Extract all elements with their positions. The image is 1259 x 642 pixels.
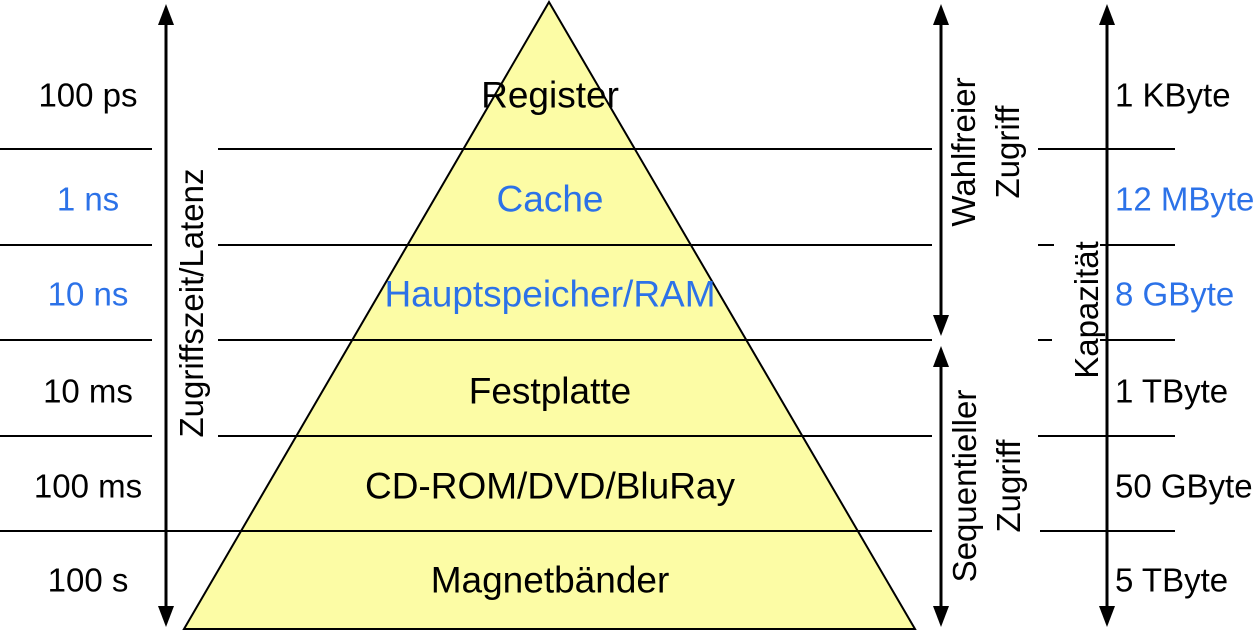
capacity-label: 5 TByte — [1115, 561, 1229, 599]
capacity-label: 12 MByte — [1115, 180, 1255, 218]
random-access-label-line2: Zugriff — [989, 105, 1026, 199]
capacity-label: 8 GByte — [1115, 275, 1235, 313]
sequential-access-arrow-up-head — [933, 346, 949, 367]
level-divider-line — [0, 244, 152, 246]
capacity-label: 50 GByte — [1115, 467, 1253, 505]
access-time-label: 100 ms — [33, 467, 143, 505]
pyramid-level-label: Magnetbänder — [430, 559, 670, 601]
level-divider-line — [0, 530, 932, 532]
level-divider-line — [0, 148, 152, 150]
random-access-label-line1: Wahlfreier — [945, 77, 982, 227]
level-divider-line — [1100, 244, 1175, 246]
level-divider-line — [218, 339, 932, 341]
capacity-arrow-down-head — [1099, 606, 1115, 627]
level-divider-line — [0, 435, 152, 437]
access-time-arrow-up-head — [158, 4, 174, 25]
pyramid-level-label: CD-ROM/DVD/BluRay — [364, 465, 736, 507]
access-time-label: 1 ns — [56, 180, 120, 218]
level-divider-line — [218, 244, 932, 246]
level-divider-line — [0, 339, 152, 341]
access-time-label: 10 ms — [43, 372, 133, 410]
capacity-label: 1 TByte — [1115, 372, 1229, 410]
level-divider-line — [1038, 339, 1052, 341]
pyramid-level-label: Register — [481, 74, 619, 116]
pyramid-level-label: Cache — [496, 178, 604, 220]
access-time-axis-label: Zugriffszeit/Latenz — [173, 168, 210, 438]
capacity-arrow-shaft — [1105, 10, 1109, 622]
capacity-label: 1 KByte — [1115, 76, 1231, 114]
sequential-access-arrow-down-head — [933, 606, 949, 627]
random-access-arrow-up-head — [933, 4, 949, 25]
sequential-access-label-line2: Zugriff — [990, 439, 1027, 533]
sequential-access-label-line1: Sequentieller — [946, 389, 983, 583]
level-divider-line — [1038, 244, 1054, 246]
random-access-arrow-down-head — [933, 315, 949, 336]
capacity-arrow-up-head — [1099, 4, 1115, 25]
level-divider-line — [218, 435, 932, 437]
access-time-label: 100 ps — [38, 76, 138, 114]
access-time-label: 10 ns — [47, 275, 129, 313]
level-divider-line — [1100, 339, 1175, 341]
pyramid-level-label: Festplatte — [468, 370, 632, 412]
access-time-label: 100 s — [47, 561, 129, 599]
sequential-access-label: Sequentieller Zugriff — [943, 390, 1031, 583]
random-access-arrow-shaft — [939, 10, 943, 326]
sequential-access-arrow-shaft — [939, 350, 943, 618]
access-time-arrow-down-head — [158, 606, 174, 627]
capacity-axis-label: Kapazität — [1068, 241, 1105, 379]
pyramid-shape — [182, 0, 917, 630]
pyramid-level-label: Hauptspeicher/RAM — [384, 273, 716, 315]
random-access-label: Wahlfreier Zugriff — [942, 77, 1030, 226]
access-time-arrow-shaft — [164, 10, 168, 622]
level-divider-line — [218, 148, 932, 150]
